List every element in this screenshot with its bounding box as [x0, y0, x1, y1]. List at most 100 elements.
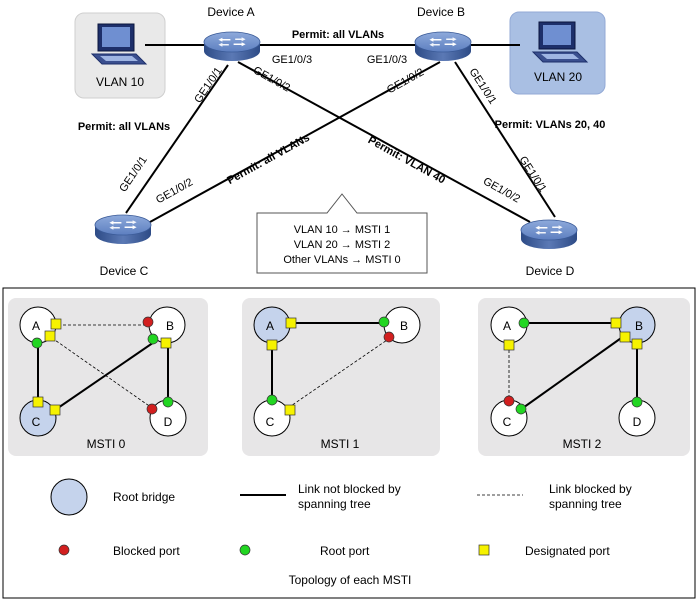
msti2-label-d: D	[633, 415, 642, 429]
port-b-to-c: GE1/0/2	[385, 66, 426, 96]
host-vlan10: VLAN 10	[74, 12, 166, 99]
legend-blocked-port-icon	[58, 544, 70, 556]
port-b-to-a: GE1/0/3	[367, 54, 407, 66]
msti1-label-b: B	[400, 319, 408, 333]
port-d-to-a: GE1/0/2	[481, 175, 522, 205]
legend-root-bridge-icon	[50, 478, 88, 516]
msti2-label-c: C	[503, 415, 512, 429]
port-a-to-b: GE1/0/3	[272, 54, 312, 66]
msti0-title: MSTI 0	[87, 437, 126, 451]
host-vlan10-label: VLAN 10	[96, 75, 144, 89]
msti0-label-c: C	[32, 415, 41, 429]
mapping-line-3: Other VLANs → MSTI 0	[283, 254, 400, 266]
legend: Root bridge Link not blocked by spanning…	[50, 478, 632, 558]
device-d-label: Device D	[526, 264, 575, 278]
legend-blocked-port-label: Blocked port	[113, 544, 180, 558]
device-a-label: Device A	[207, 5, 254, 19]
link-a-c	[125, 64, 229, 214]
msti2-label-b: B	[635, 319, 643, 333]
msti2-topology: A B C D MSTI 2	[490, 306, 656, 451]
msti1-title: MSTI 1	[321, 437, 360, 451]
computer-icon	[531, 21, 589, 63]
msti0-label-b: B	[166, 319, 174, 333]
device-b	[414, 31, 472, 61]
link-bd-permit: Permit: VLANs 20, 40	[495, 119, 606, 131]
root-port-icon	[147, 333, 159, 345]
msti1-label-a: A	[266, 319, 274, 333]
link-bc-permit: Permit: all VLANs	[225, 132, 312, 187]
msti2-title: MSTI 2	[563, 437, 602, 451]
root-port-icon	[162, 396, 174, 408]
figure-caption: Topology of each MSTI	[289, 573, 412, 587]
designated-port-icon	[285, 317, 297, 329]
msti1-link-bc	[284, 337, 391, 411]
link-b-d	[454, 61, 556, 218]
device-c-label: Device C	[100, 264, 149, 278]
root-port-icon	[518, 317, 530, 329]
device-b-label: Device B	[417, 5, 465, 19]
msti0-label-d: D	[164, 415, 173, 429]
link-ad-permit: Permit: VLAN 40	[366, 134, 447, 186]
device-c	[94, 214, 152, 244]
device-a	[203, 31, 261, 61]
designated-port-icon	[284, 404, 296, 416]
designated-port-icon	[631, 338, 643, 350]
msti2-link-bc	[519, 335, 625, 411]
device-d	[520, 219, 578, 249]
vlan-msti-mapping-callout: VLAN 10 → MSTI 1 VLAN 20 → MSTI 2 Other …	[256, 193, 428, 274]
root-port-icon	[631, 396, 643, 408]
link-ab-permit: Permit: all VLANs	[292, 29, 384, 41]
port-c-to-b: GE1/0/2	[154, 176, 195, 206]
computer-icon	[90, 23, 148, 65]
msti1-label-c: C	[266, 415, 275, 429]
port-a-to-c: GE1/0/1	[192, 65, 225, 105]
msti0-label-a: A	[32, 319, 40, 333]
root-port-icon	[31, 337, 43, 349]
designated-port-icon	[49, 404, 61, 416]
switch-icon	[203, 31, 261, 61]
blocked-port-icon	[146, 403, 158, 415]
designated-port-icon	[50, 318, 62, 330]
root-port-icon	[515, 403, 527, 415]
designated-port-icon	[32, 396, 44, 408]
legend-designated-port-icon	[478, 544, 490, 556]
legend-root-port-icon	[239, 544, 251, 556]
designated-port-icon	[610, 317, 622, 329]
mapping-line-2: VLAN 20 → MSTI 2	[294, 239, 391, 251]
blocked-port-icon	[383, 331, 395, 343]
msti0-topology: A B C D MSTI 0	[19, 306, 187, 451]
port-a-to-d: GE1/0/2	[251, 64, 292, 94]
host-vlan20-label: VLAN 20	[534, 70, 582, 84]
designated-port-icon	[266, 339, 278, 351]
switch-icon	[520, 219, 578, 249]
legend-designated-port-label: Designated port	[525, 544, 610, 558]
legend-link-not-blocked-line2: spanning tree	[298, 497, 371, 511]
top-links	[125, 44, 556, 223]
root-port-icon	[266, 394, 278, 406]
host-vlan20: VLAN 20	[509, 11, 606, 95]
designated-port-icon	[160, 337, 172, 349]
msti1-topology: A B C MSTI 1	[253, 306, 421, 451]
msti2-label-a: A	[503, 319, 511, 333]
root-port-icon	[378, 316, 390, 328]
switch-icon	[94, 214, 152, 244]
link-b-c	[149, 61, 441, 223]
legend-link-blocked-line2: spanning tree	[549, 497, 622, 511]
blocked-port-icon	[503, 395, 515, 407]
port-c-to-a: GE1/0/1	[117, 154, 150, 194]
link-a-d	[237, 61, 531, 223]
port-d-to-b: GE1/0/1	[516, 154, 548, 194]
legend-link-not-blocked-line1: Link not blocked by	[298, 482, 401, 496]
legend-link-blocked-line1: Link blocked by	[549, 482, 632, 496]
designated-port-icon	[44, 330, 56, 342]
designated-port-icon	[503, 339, 515, 351]
switch-icon	[414, 31, 472, 61]
legend-root-bridge-label: Root bridge	[113, 490, 175, 504]
link-ac-permit: Permit: all VLANs	[78, 121, 170, 133]
mapping-line-1: VLAN 10 → MSTI 1	[294, 224, 391, 236]
designated-port-icon	[619, 331, 631, 343]
msti0-link-bc	[54, 337, 161, 411]
legend-root-port-label: Root port	[320, 544, 370, 558]
msti0-link-ad	[51, 337, 156, 411]
